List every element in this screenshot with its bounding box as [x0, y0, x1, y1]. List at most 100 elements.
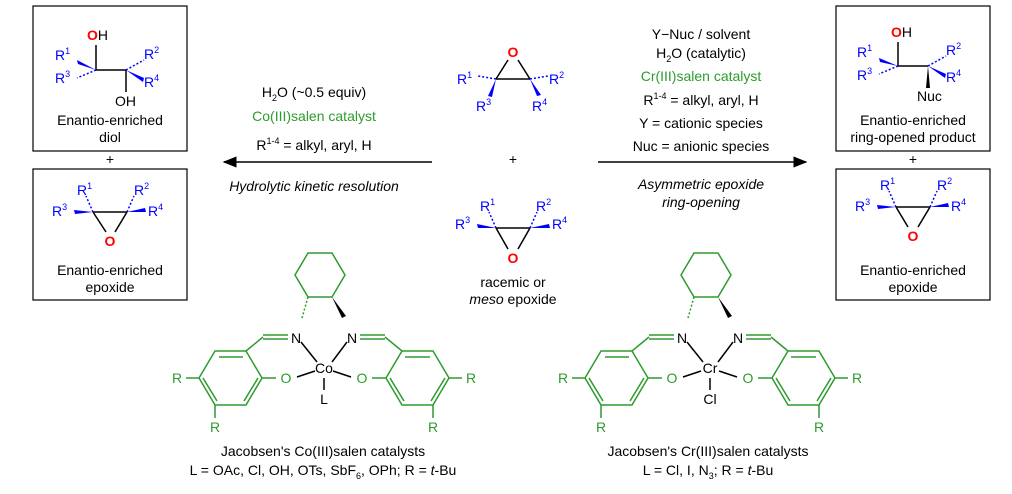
center-caption-line1: racemic or: [480, 274, 546, 290]
left-epoxide-structure: [74, 195, 146, 233]
diol-caption-line1: Enantio-enriched: [57, 112, 163, 128]
hkr-reaction-name: Hydrolytic kinetic resolution: [229, 178, 399, 194]
ring-opened-structure: [878, 42, 947, 88]
center-bottom-r1-label: R1: [480, 197, 495, 214]
hkr-arrow-group: H2O (~0.5 equiv) Co(III)salen catalyst R…: [222, 84, 432, 194]
diol-r3-label: R3: [55, 69, 70, 86]
hkr-water-label: H2O (~0.5 equiv): [262, 84, 366, 103]
co-metal-center: Co: [315, 360, 333, 376]
right-epoxide-box: O R1 R3 R2 R4 Enantio-enriched epoxide: [835, 168, 991, 301]
diol-r4-label: R4: [144, 73, 159, 90]
co-catalyst-caption-line1: Jacobsen's Co(III)salen catalysts: [221, 443, 425, 459]
ring-opened-caption-line2: ring-opened product: [850, 129, 975, 145]
ring-opened-hydroxyl-label: OH: [891, 24, 912, 40]
hkr-catalyst-label: Co(III)salen catalyst: [252, 108, 376, 124]
diol-product-box: OH R1 R3 R2 R4 OH Enantio-enriched diol: [32, 5, 188, 152]
co-left-nitrogen: N: [291, 330, 301, 346]
right-epoxide-caption-line2: epoxide: [888, 279, 937, 295]
hkr-substituent-label: R1-4 = alkyl, aryl, H: [256, 136, 371, 153]
right-epoxide-caption-line1: Enantio-enriched: [860, 262, 966, 278]
center-top-epoxide: O R1 R3 R2 R4: [457, 44, 564, 114]
right-epoxide-box-border: [835, 168, 991, 301]
ring-opened-r2-label: R2: [946, 41, 961, 58]
right-epoxide-r4-label: R4: [951, 197, 966, 214]
ring-opened-r1-label: R1: [857, 43, 872, 60]
center-top-r4-label: R4: [532, 97, 547, 114]
aro-water-label: H2O (catalytic): [656, 45, 746, 64]
diol-caption-line2: diol: [99, 129, 121, 145]
center-bottom-epoxide: O R1 R3 R2 R4 racemic or meso epoxide: [455, 197, 567, 307]
ring-opened-r4-label: R4: [946, 68, 961, 85]
co-salen-catalyst: [186, 252, 462, 418]
aro-arrow-group: Y−Nuc / solvent H2O (catalytic) Cr(III)s…: [598, 26, 808, 210]
right-epoxide-r3-label: R3: [855, 197, 870, 214]
right-epoxide-r1-label: R1: [880, 176, 895, 193]
left-epoxide-r1-label: R1: [77, 181, 92, 198]
cr-catalyst-caption-line2: L = Cl, I, N3; R = t-Bu: [643, 462, 774, 481]
left-plus-sign: +: [106, 151, 114, 167]
ring-opened-nuc-label: Nuc: [917, 88, 942, 104]
left-epoxide-r3-label: R3: [52, 202, 67, 219]
left-epoxide-caption-line2: epoxide: [85, 279, 134, 295]
center-bottom-r2-label: R2: [536, 197, 551, 214]
center-plus-sign: +: [509, 151, 517, 167]
cr-left-oxygen: O: [667, 370, 678, 386]
center-bottom-r3-label: R3: [455, 215, 470, 232]
co-right-lower-r-label: R: [428, 419, 438, 435]
cr-right-lower-r-label: R: [814, 419, 824, 435]
left-epoxide-box-border: [32, 168, 188, 301]
right-epoxide-r2-label: R2: [937, 176, 952, 193]
aro-catalyst-label: Cr(III)salen catalyst: [641, 68, 762, 84]
cr-left-lower-r-label: R: [596, 419, 606, 435]
cr-right-oxygen: O: [743, 370, 754, 386]
co-right-r-label: R: [466, 370, 476, 386]
co-catalyst-caption-line2: L = OAc, Cl, OH, OTs, SbF6, OPh; R = t-B…: [190, 462, 457, 481]
diol-hydroxyl-label: OH: [87, 27, 108, 43]
aro-reaction-name-line2: ring-opening: [662, 194, 740, 210]
cr-right-r-label: R: [852, 370, 862, 386]
diol-structure: [76, 45, 145, 92]
left-epoxide-r4-label: R4: [148, 202, 163, 219]
center-top-r1-label: R1: [457, 70, 472, 87]
diol-box-border: [32, 5, 188, 152]
ring-opened-r3-label: R3: [857, 66, 872, 83]
aro-cation-label: Y = cationic species: [639, 115, 763, 131]
center-bottom-epoxide-oxygen: O: [508, 250, 519, 266]
cr-right-nitrogen: N: [733, 330, 743, 346]
center-top-r3-label: R3: [476, 97, 491, 114]
left-epoxide-caption-line1: Enantio-enriched: [57, 262, 163, 278]
left-epoxide-oxygen: O: [105, 233, 116, 249]
ring-opened-product-box: OH R1 R3 R2 R4 Nuc Enantio-enriched ring…: [835, 5, 991, 152]
right-epoxide-oxygen: O: [908, 228, 919, 244]
co-right-nitrogen: N: [347, 330, 357, 346]
right-epoxide-structure: [877, 190, 949, 228]
aro-substituent-label: R1-4 = alkyl, aryl, H: [643, 91, 758, 108]
cr-metal-center: Cr: [703, 360, 718, 376]
diol-oh2-label: OH: [115, 93, 136, 109]
diol-r2-label: R2: [144, 45, 159, 62]
center-top-r2-label: R2: [549, 70, 564, 87]
cr-salen-catalyst: [572, 252, 848, 418]
cr-left-nitrogen: N: [677, 330, 687, 346]
co-left-r-label: R: [172, 370, 182, 386]
co-left-oxygen: O: [281, 370, 292, 386]
aro-anion-label: Nuc = anionic species: [633, 138, 770, 154]
aro-reagent-label: Y−Nuc / solvent: [652, 26, 751, 42]
cr-axial-ligand: Cl: [703, 391, 716, 407]
center-top-epoxide-oxygen: O: [508, 44, 519, 60]
ring-opened-caption-line1: Enantio-enriched: [860, 112, 966, 128]
right-plus-sign: +: [909, 151, 917, 167]
ring-opened-box-border: [835, 5, 991, 152]
aro-reaction-name-line1: Asymmetric epoxide: [637, 176, 764, 192]
left-epoxide-box: O R1 R3 R2 R4 Enantio-enriched epoxide: [32, 168, 188, 301]
diol-r1-label: R1: [55, 46, 70, 63]
center-caption-line2: meso epoxide: [469, 291, 556, 307]
cr-catalyst-caption-line1: Jacobsen's Cr(III)salen catalysts: [607, 443, 808, 459]
co-axial-ligand: L: [320, 391, 328, 407]
co-right-oxygen: O: [357, 370, 368, 386]
co-left-lower-r-label: R: [210, 419, 220, 435]
center-bottom-r4-label: R4: [552, 215, 567, 232]
left-epoxide-r2-label: R2: [134, 181, 149, 198]
cr-left-r-label: R: [558, 370, 568, 386]
